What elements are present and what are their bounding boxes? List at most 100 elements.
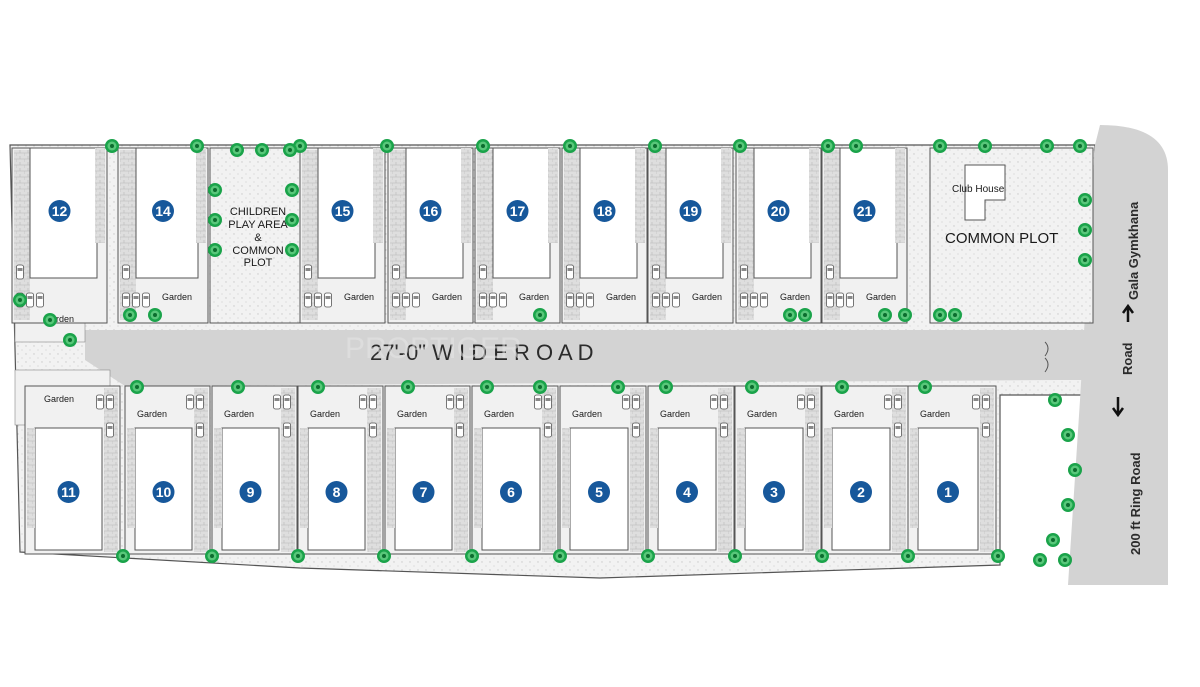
plot-number-badge: 20 — [767, 200, 790, 222]
car-icon — [672, 292, 680, 308]
plot-number: 18 — [597, 203, 613, 219]
garden-label: Garden — [397, 409, 427, 419]
house-footprint — [394, 427, 453, 551]
tree-icon — [1046, 533, 1060, 547]
side-paving — [809, 148, 819, 243]
car-icon — [982, 422, 990, 438]
car-icon — [846, 292, 854, 308]
tree-icon — [283, 143, 297, 157]
tree-icon — [648, 139, 662, 153]
road-label: 27'-0" W I D E R O A D — [370, 340, 594, 365]
car-icon — [982, 394, 990, 410]
tree-icon — [1078, 193, 1092, 207]
side-paving — [27, 428, 35, 528]
garden-label: Garden — [866, 292, 896, 302]
plot-11: 11 — [24, 385, 121, 555]
side-paving — [737, 428, 745, 528]
tree-icon — [918, 380, 932, 394]
plot-number-badge: 21 — [853, 200, 876, 222]
garden-label: Garden — [344, 292, 374, 302]
house-footprint — [657, 427, 717, 551]
car-icon — [132, 292, 140, 308]
car-icon — [750, 292, 758, 308]
plot-number: 5 — [595, 484, 603, 500]
tree-icon — [105, 139, 119, 153]
car-icon — [586, 292, 594, 308]
paving-strip — [630, 388, 644, 552]
plot-number-badge: 9 — [239, 481, 262, 503]
side-paving — [300, 428, 308, 528]
plot-number-badge: 18 — [593, 200, 616, 222]
side-paving — [461, 148, 471, 243]
car-icon — [479, 292, 487, 308]
car-icon — [836, 292, 844, 308]
tree-icon — [148, 308, 162, 322]
car-icon — [304, 292, 312, 308]
car-icon — [826, 264, 834, 280]
car-icon — [186, 394, 194, 410]
garden-label: Garden — [484, 409, 514, 419]
car-icon — [894, 422, 902, 438]
plot-12: 12 — [11, 147, 108, 324]
tree-icon — [1073, 139, 1087, 153]
plot-number: 9 — [247, 484, 255, 500]
club-house-building — [964, 164, 1006, 221]
tree-icon — [1078, 223, 1092, 237]
tree-icon — [401, 380, 415, 394]
car-icon — [720, 394, 728, 410]
plot-number-badge: 6 — [500, 481, 522, 503]
arrow-up-icon — [1121, 303, 1135, 322]
side-paving — [474, 428, 482, 528]
tree-icon — [63, 333, 77, 347]
tree-icon — [208, 243, 222, 257]
paving-strip — [980, 388, 994, 552]
garden-label: Garden — [162, 292, 192, 302]
tree-icon — [991, 549, 1005, 563]
car-icon — [566, 264, 574, 280]
play-area-line-5: PLOT — [244, 257, 273, 269]
tree-icon — [311, 380, 325, 394]
garden-label: Garden — [606, 292, 636, 302]
plot-9: 9 Garden — [211, 385, 298, 555]
tree-icon — [291, 549, 305, 563]
paving-strip — [805, 388, 819, 552]
play-area-line-4: COMMON — [232, 245, 283, 257]
plot-number-badge: 17 — [506, 200, 529, 222]
car-icon — [456, 422, 464, 438]
tree-icon — [285, 243, 299, 257]
garden-label: Garden — [224, 409, 254, 419]
plot-number: 16 — [423, 203, 439, 219]
side-paving — [196, 148, 206, 243]
car-icon — [196, 394, 204, 410]
plot-number-badge: 3 — [763, 481, 785, 503]
tree-icon — [1061, 428, 1075, 442]
tree-icon — [123, 308, 137, 322]
car-icon — [632, 394, 640, 410]
gymkhana-label: Gala Gymkhana — [1126, 201, 1141, 300]
tree-icon — [728, 549, 742, 563]
plot-number-badge: 16 — [419, 200, 442, 222]
tree-icon — [1058, 553, 1072, 567]
tree-icon — [978, 139, 992, 153]
car-icon — [544, 394, 552, 410]
plot-number: 12 — [52, 203, 68, 219]
car-icon — [26, 292, 34, 308]
plot-number-badge: 1 — [937, 481, 959, 503]
car-icon — [652, 264, 660, 280]
car-icon — [544, 422, 552, 438]
plot-number-badge: 4 — [676, 481, 698, 503]
tree-icon — [815, 549, 829, 563]
car-icon — [662, 292, 670, 308]
plot-number: 15 — [335, 203, 351, 219]
tree-icon — [285, 183, 299, 197]
